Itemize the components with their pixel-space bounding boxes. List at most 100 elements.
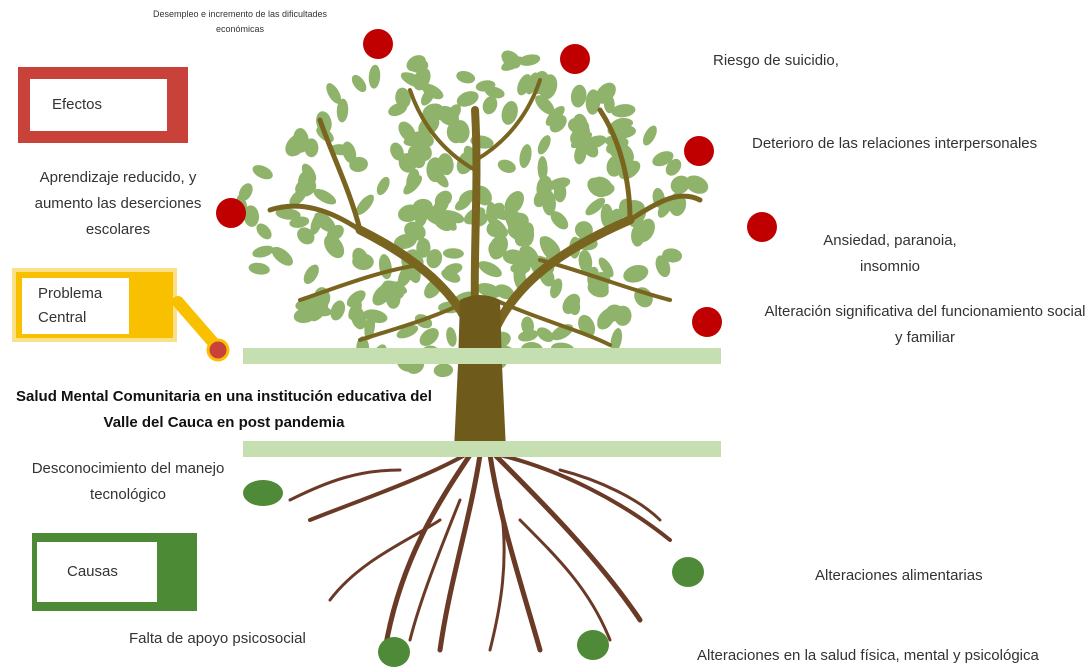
leaf — [603, 95, 615, 114]
leaf — [456, 91, 479, 107]
effect-label-4: Aprendizaje reducido, y aumento las dese… — [34, 169, 202, 238]
effect-label-1: Desempleo e incremento de las dificultad… — [152, 9, 328, 34]
leaf — [570, 128, 586, 145]
leaf — [573, 113, 588, 134]
leaf — [330, 300, 346, 321]
leaf — [275, 208, 301, 220]
leaf — [396, 325, 419, 339]
leaf — [539, 74, 558, 100]
leaf — [348, 300, 362, 320]
leaf — [238, 183, 253, 201]
leaf — [454, 196, 472, 211]
effect-fruit-6 — [692, 307, 722, 337]
effect-label-3: Deterioro de las relaciones interpersona… — [752, 135, 1038, 152]
leaf — [611, 104, 636, 118]
leaf — [376, 176, 390, 196]
leaf — [642, 125, 657, 146]
leaf — [578, 249, 593, 274]
central-problem-label: Salud Mental Comunitaria en una instituc… — [16, 388, 432, 431]
legend-causes-label-box: Causas — [37, 542, 157, 602]
leaf — [592, 176, 614, 195]
effect-fruit-5 — [747, 212, 777, 242]
leaf — [504, 191, 525, 215]
leaf — [537, 135, 551, 155]
leaf — [542, 190, 556, 216]
leaf — [535, 95, 555, 115]
leaf — [336, 98, 349, 123]
leaf — [485, 202, 505, 222]
leaf — [441, 212, 457, 231]
legend-central-label-box: Problema Central — [22, 278, 129, 334]
leaf — [446, 327, 457, 347]
leaf — [314, 212, 336, 233]
leaf — [553, 182, 567, 203]
leaf — [550, 211, 569, 230]
legend-causes-label: Causas — [67, 563, 118, 580]
leaf — [652, 151, 674, 167]
legend-central-label: Problema Central — [38, 285, 103, 326]
legend-effects-label-box: Efectos — [30, 79, 167, 131]
cause-label-2: Falta de apoyo psicosocial — [129, 630, 306, 647]
cause-label-1: Desconocimiento del manejo tecnológico — [31, 460, 225, 503]
leaf — [570, 84, 587, 108]
leaf — [598, 257, 614, 278]
legend-effects-label: Efectos — [52, 96, 103, 113]
leaf — [441, 269, 461, 283]
leaf — [395, 87, 411, 109]
leaf — [631, 224, 645, 247]
cause-node-4 — [672, 557, 704, 587]
effect-label-2: Riesgo de suicidio, — [713, 52, 839, 69]
leaf — [600, 203, 614, 229]
leaf — [426, 157, 445, 183]
leaf — [501, 101, 518, 125]
leaf — [409, 58, 429, 73]
legend-causes: Causas — [32, 533, 197, 611]
leaf — [670, 175, 690, 194]
leaf — [445, 104, 461, 123]
leaf — [352, 247, 369, 269]
leaf — [662, 248, 683, 263]
leaf — [326, 224, 344, 241]
central-connector — [172, 296, 230, 362]
leaf — [303, 264, 319, 285]
leaf — [349, 156, 368, 173]
central-band-bottom — [243, 441, 721, 457]
leaf — [297, 170, 316, 195]
leaf — [390, 142, 404, 161]
leaf — [585, 197, 606, 216]
effect-label-6: Alteración significativa del funcionamie… — [764, 303, 1086, 346]
leaf — [326, 83, 342, 104]
leaf — [351, 74, 367, 93]
leaf — [597, 313, 614, 330]
cause-label-4: Alteraciones en la salud física, mental … — [697, 647, 1039, 664]
leaf — [252, 165, 273, 180]
leaf — [313, 188, 337, 205]
leaf — [488, 238, 506, 258]
leaf — [514, 222, 534, 247]
leaf — [525, 72, 539, 95]
leaf — [248, 262, 270, 275]
leaf — [403, 175, 423, 195]
leaf — [518, 329, 539, 342]
leaf — [665, 158, 682, 176]
leaf — [519, 144, 532, 169]
leaf — [501, 56, 524, 71]
leaf — [243, 205, 260, 227]
leaf — [567, 295, 581, 316]
leaf — [537, 156, 548, 181]
leaf — [398, 121, 416, 142]
leaf — [256, 223, 272, 240]
leaf — [432, 103, 447, 121]
leaf — [419, 328, 439, 346]
leaf — [610, 328, 623, 353]
leaf — [398, 153, 417, 173]
leaf — [456, 70, 476, 84]
leaf — [574, 144, 587, 165]
leaf — [400, 72, 425, 88]
legend-effects: Efectos — [18, 67, 188, 143]
leaf — [393, 233, 417, 249]
leaf — [426, 249, 443, 269]
legend-central: Problema Central — [12, 268, 177, 342]
leaf — [482, 96, 498, 115]
leaf — [252, 245, 274, 258]
